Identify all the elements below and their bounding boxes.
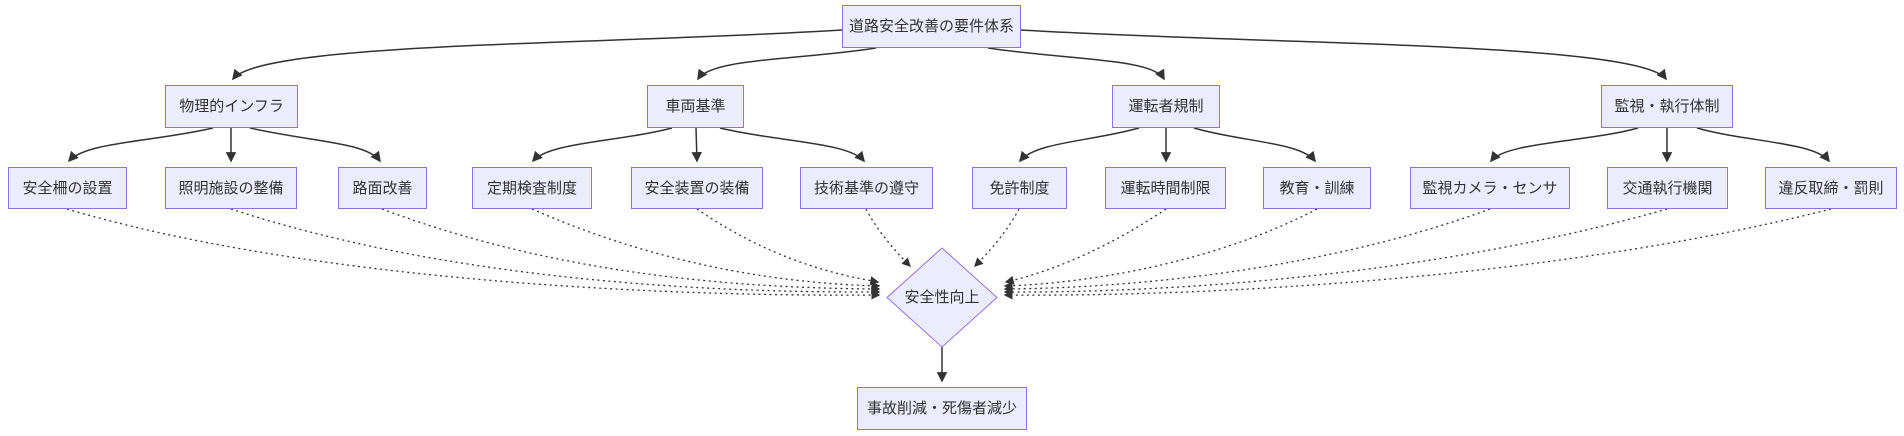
node-periodic-inspection: 定期検査制度 (472, 167, 592, 209)
edge (1193, 127, 1316, 163)
edge (691, 127, 702, 163)
node-safety-improvement-decision: 安全性向上 (904, 289, 980, 306)
edges-dotted (66, 208, 1832, 300)
edge (66, 208, 881, 300)
node-physical-infrastructure: 物理的インフラ (165, 85, 298, 128)
node-traffic-enforcement-agency: 交通執行機関 (1607, 167, 1728, 209)
edge (1020, 29, 1667, 81)
decision-diamond-shape (886, 247, 998, 348)
edge (230, 208, 881, 297)
node-violation-crackdown-penalty: 違反取締・罰則 (1765, 167, 1897, 209)
node-technical-standards-compliance: 技術基準の遵守 (800, 167, 933, 209)
edge (1003, 208, 1318, 291)
node-driver-regulation: 運転者規制 (1112, 85, 1220, 128)
node-lighting-facilities: 照明施設の整備 (165, 167, 297, 209)
edge (974, 208, 1020, 267)
edge (1003, 208, 1491, 294)
edge (1003, 208, 1668, 297)
node-monitoring-enforcement: 監視・執行体制 (1601, 85, 1733, 128)
edge (1490, 127, 1639, 163)
node-surveillance-camera-sensor: 監視カメラ・センサ (1410, 167, 1570, 209)
edge (1003, 208, 1832, 300)
node-driving-time-limit: 運転時間制限 (1105, 167, 1226, 209)
node-safety-equipment: 安全装置の装備 (631, 167, 763, 209)
edge (1018, 127, 1140, 163)
node-education-training: 教育・訓練 (1263, 167, 1371, 209)
edge (719, 127, 866, 163)
edge (696, 208, 880, 286)
edge (531, 127, 673, 163)
node-license-system: 免許制度 (972, 167, 1067, 209)
node-road-surface-improvement: 路面改善 (338, 167, 427, 209)
edges-branches (67, 127, 1830, 163)
node-safety-barrier: 安全柵の設置 (8, 167, 127, 209)
node-vehicle-standards: 車両基準 (647, 85, 744, 128)
edge (1004, 208, 1167, 285)
edge (67, 127, 214, 163)
edge (381, 208, 881, 294)
edge (249, 127, 381, 163)
node-root: 道路安全改善の要件体系 (842, 5, 1021, 48)
edge (987, 47, 1165, 81)
edge (531, 208, 881, 291)
edges-root (232, 29, 1667, 81)
edge (865, 208, 911, 267)
edge (1696, 127, 1830, 163)
edge (232, 29, 843, 81)
node-accident-casualty-reduction: 事故削減・死傷者減少 (857, 387, 1027, 430)
edge (697, 47, 877, 81)
